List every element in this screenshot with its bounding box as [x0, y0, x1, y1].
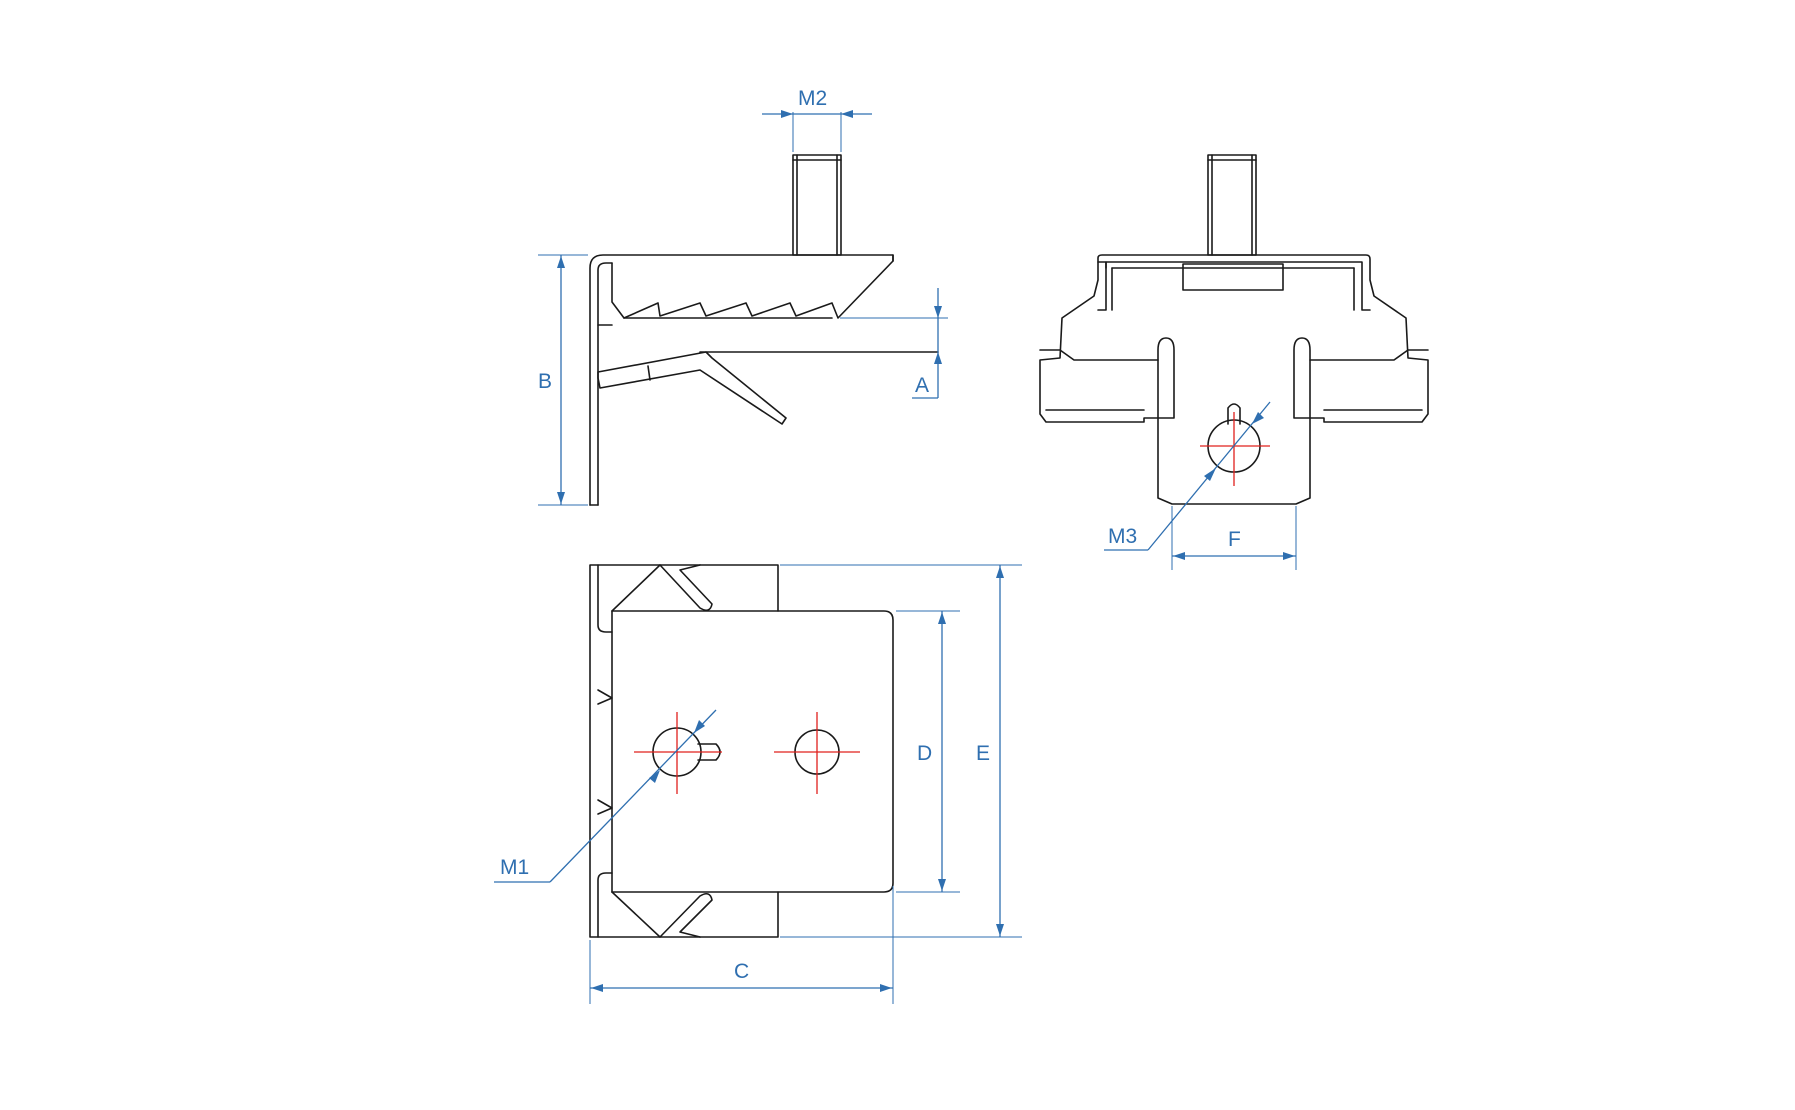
label-e: E — [976, 742, 990, 765]
dim-m3: M3 — [1104, 401, 1271, 551]
side-view-stud — [792, 154, 842, 256]
dim-a: A — [840, 288, 948, 399]
label-d: D — [917, 742, 932, 765]
label-b: B — [538, 370, 552, 393]
front-view-stud — [1207, 154, 1257, 256]
side-view-wall — [589, 254, 894, 506]
dim-c: C — [589, 886, 894, 1004]
dim-e: E — [780, 564, 1022, 938]
plan-view-bottom-notch — [659, 892, 713, 938]
plan-view-top-notch — [659, 564, 713, 612]
dim-m1: M1 — [494, 709, 717, 883]
side-view-teeth — [611, 254, 894, 319]
label-f: F — [1228, 528, 1241, 551]
dim-f: F — [1171, 506, 1297, 570]
dimensions: M2 B A M3 — [494, 87, 1297, 1004]
side-view-tongue — [597, 351, 787, 425]
label-a: A — [915, 374, 929, 397]
front-view-nut — [1182, 263, 1284, 291]
label-m3: M3 — [1108, 525, 1137, 548]
front-view — [1039, 154, 1429, 505]
front-view-body — [1039, 254, 1429, 505]
label-m2: M2 — [798, 87, 827, 110]
label-m1: M1 — [500, 856, 529, 879]
label-c: C — [734, 960, 749, 983]
plan-view-outline — [589, 564, 894, 938]
side-view — [589, 154, 939, 506]
dim-m2: M2 — [762, 87, 872, 152]
dim-b: B — [538, 254, 588, 506]
plan-view — [589, 564, 894, 938]
dim-d: D — [896, 610, 960, 893]
